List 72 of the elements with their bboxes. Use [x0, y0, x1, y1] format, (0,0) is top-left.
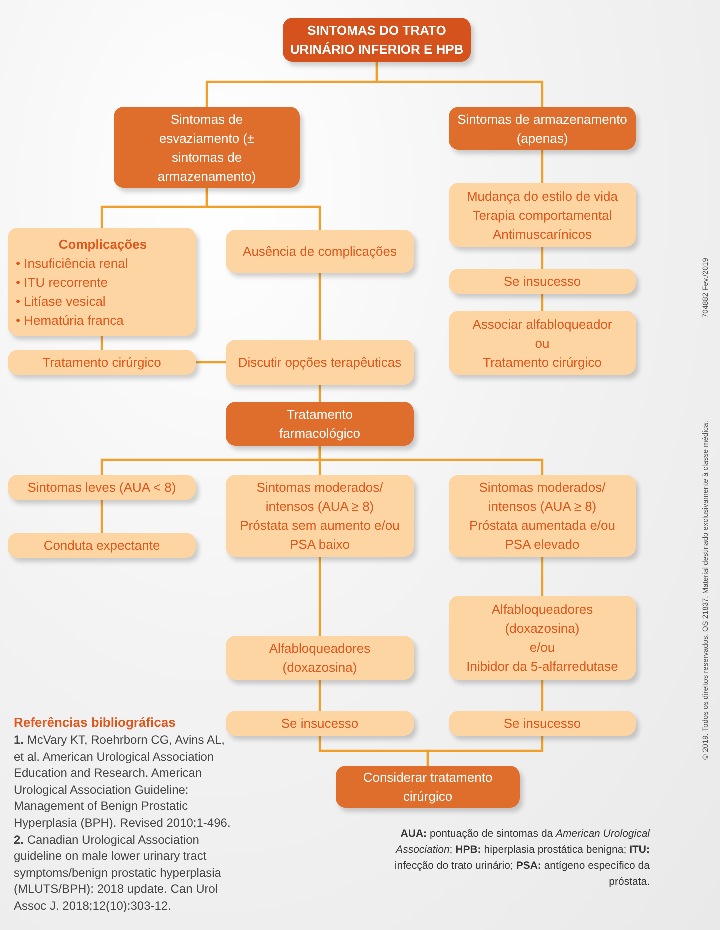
process-box	[449, 269, 636, 294]
process-box	[226, 475, 414, 557]
box-heading: Complicações	[58, 236, 148, 254]
process-box	[8, 228, 196, 336]
connector-line	[376, 62, 544, 107]
box-text: Inibidor da 5-alfarredutase	[466, 658, 618, 676]
connector-line	[318, 273, 322, 340]
box-text: Alfabloqueadores (doxazosina)	[268, 640, 372, 677]
box-text: Sintomas moderados/ intensos (AUA ≥ 8)	[478, 479, 607, 516]
process-box	[449, 711, 636, 736]
process-box	[336, 766, 520, 808]
box-text: Conduta expectante	[44, 537, 160, 555]
list-item: • Litíase vesical	[16, 292, 106, 310]
box-text: Ausência de complicações	[243, 243, 397, 261]
connector-line	[318, 385, 322, 402]
process-box	[226, 711, 414, 736]
reference-text: 2. Canadian Urological Association guideline on male lower urinary tract symptoms/benign prostatic hyperplasia (MLUTS/BPH): 2018 update. Can Urol Assoc J. 2018;12(10):303-12.	[14, 832, 222, 915]
process-box	[449, 311, 636, 375]
box-text: Terapia comportamental	[472, 206, 612, 224]
box-text: Mudança do estilo de vida	[466, 188, 618, 206]
process-box	[8, 475, 196, 500]
connector-line	[541, 557, 544, 596]
process-box	[114, 107, 300, 188]
connector-line	[206, 188, 322, 230]
connector-line	[318, 557, 322, 636]
box-text: Próstata sem aumento e/ou PSA baixo	[239, 517, 401, 554]
connector-line	[318, 680, 322, 711]
list-item: • Insuficiência renal	[16, 254, 128, 272]
process-box	[449, 596, 636, 680]
process-box	[8, 350, 196, 375]
box-text: Sintomas leves (AUA < 8)	[28, 479, 176, 497]
list-item: • Hematúria franca	[16, 312, 124, 330]
box-text: Discutir opções terapêuticas	[238, 354, 402, 372]
box-text: ou	[535, 334, 550, 352]
connector-line	[426, 736, 544, 766]
title-box	[283, 18, 471, 62]
box-text: Se insucesso	[504, 273, 582, 291]
connector-line	[100, 336, 104, 350]
connector-line	[541, 150, 544, 183]
references-heading: Referências bibliográficas	[14, 714, 177, 732]
connector-line	[541, 680, 544, 711]
process-box	[8, 533, 196, 558]
box-text: Se insucesso	[504, 715, 582, 733]
box-text: Antimuscarínicos	[493, 226, 592, 244]
box-text: Tratamento farmacológico	[278, 406, 362, 443]
list-item: • ITU recorrente	[16, 274, 108, 292]
box-text: Próstata aumentada e/ou PSA elevado	[468, 517, 616, 554]
connector-line	[541, 294, 544, 311]
box-text: Alfabloqueadores (doxazosina)	[490, 601, 594, 638]
connector-line	[196, 361, 226, 364]
reference-text: 1. McVary KT, Roehrborn CG, Avins AL, et al. American Urological Association Education and Research. American Urological Association Guideline: Management of Benign Prostatic Hyperplasia (BPH). Revised 2010;1-496.	[14, 732, 232, 832]
process-box	[449, 475, 636, 557]
connector-line	[100, 500, 104, 533]
box-text: e/ou	[530, 639, 556, 657]
process-box	[226, 402, 414, 446]
process-box	[226, 340, 414, 385]
process-box	[226, 636, 414, 680]
box-text: Tratamento cirúrgico	[483, 354, 602, 372]
abbreviations-note: AUA: pontuação de sintomas da American Urological Association; HPB: hiperplasia prostática benigna; ITU: infecção do trato urinário; PSA: antígeno específico da próstata.	[394, 827, 650, 890]
box-text: Sintomas moderados/ intensos (AUA ≥ 8)	[256, 479, 384, 516]
process-box	[449, 183, 636, 247]
box-text: Se insucesso	[281, 715, 359, 733]
connector-line	[541, 247, 544, 269]
process-box	[449, 107, 636, 150]
box-text: Sintomas de armazenamento (apenas)	[456, 110, 628, 148]
box-text: Associar alfabloqueador	[472, 316, 612, 334]
box-text: SINTOMAS DO TRATO URINÁRIO INFERIOR E HPB	[289, 22, 465, 59]
box-text: Considerar tratamento cirúrgico	[362, 769, 494, 806]
box-text: Sintomas de esvaziamento (± sintomas de armazenamento)	[156, 110, 258, 186]
connector-line	[318, 446, 544, 475]
box-text: Tratamento cirúrgico	[42, 354, 162, 372]
process-box	[226, 230, 414, 273]
